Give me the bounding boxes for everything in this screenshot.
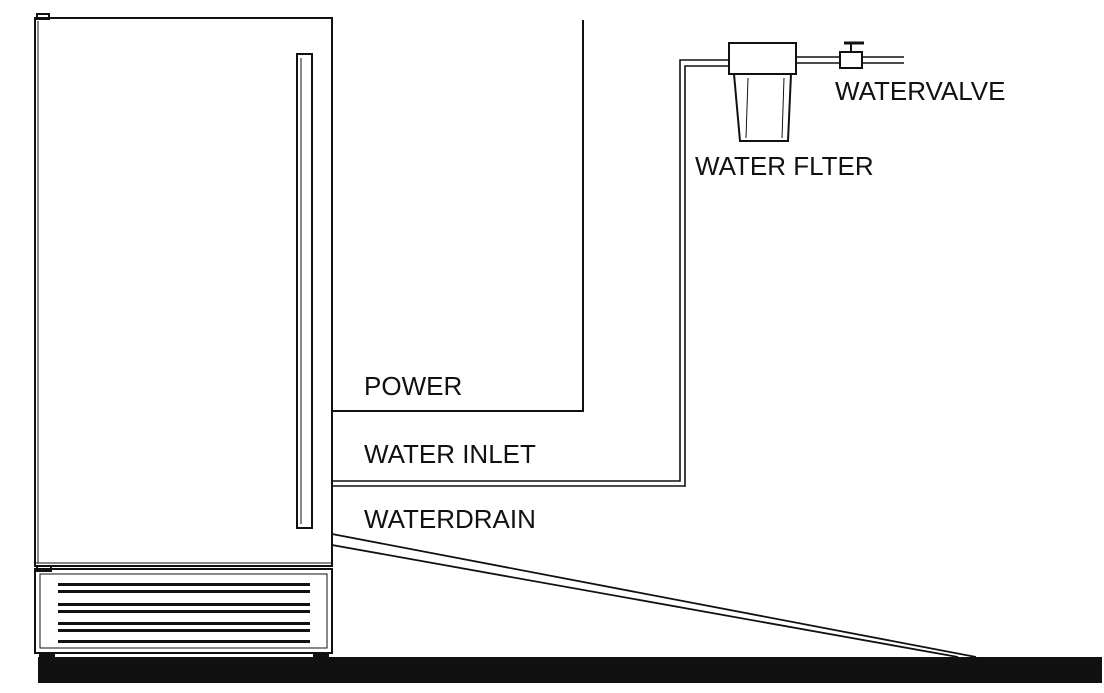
vent-slat bbox=[58, 640, 310, 643]
door-handle bbox=[296, 53, 313, 529]
water-filter-label: WATER FLTER bbox=[695, 151, 874, 181]
vent-grille bbox=[58, 583, 310, 643]
filter-housing-line bbox=[745, 77, 749, 139]
filter-cartridge bbox=[732, 73, 793, 142]
filter-housing-line bbox=[781, 77, 785, 139]
filter-head bbox=[728, 42, 797, 75]
floor bbox=[38, 657, 1102, 683]
water-drain-line bbox=[331, 533, 977, 658]
power-cord bbox=[332, 20, 584, 412]
power-label: POWER bbox=[364, 371, 462, 401]
water-valve bbox=[839, 41, 864, 69]
vent-slat bbox=[58, 583, 310, 586]
kickplate-inner bbox=[39, 573, 328, 649]
ice-maker-unit bbox=[34, 13, 333, 660]
water-inlet-label: WATER INLET bbox=[364, 439, 536, 469]
vent-slat bbox=[58, 622, 310, 625]
water-drain-label: WATERDRAIN bbox=[364, 504, 536, 534]
vent-slat bbox=[58, 629, 310, 632]
vent-slat bbox=[58, 610, 310, 613]
water-filter bbox=[728, 42, 797, 142]
water-inlet-line bbox=[332, 59, 730, 487]
water-valve-label: WATERVALVE bbox=[835, 76, 1006, 106]
valve-body bbox=[839, 51, 863, 69]
vent-slat bbox=[58, 590, 310, 593]
vent-slat bbox=[58, 603, 310, 606]
kickplate bbox=[34, 568, 333, 654]
cabinet-body bbox=[34, 17, 333, 567]
